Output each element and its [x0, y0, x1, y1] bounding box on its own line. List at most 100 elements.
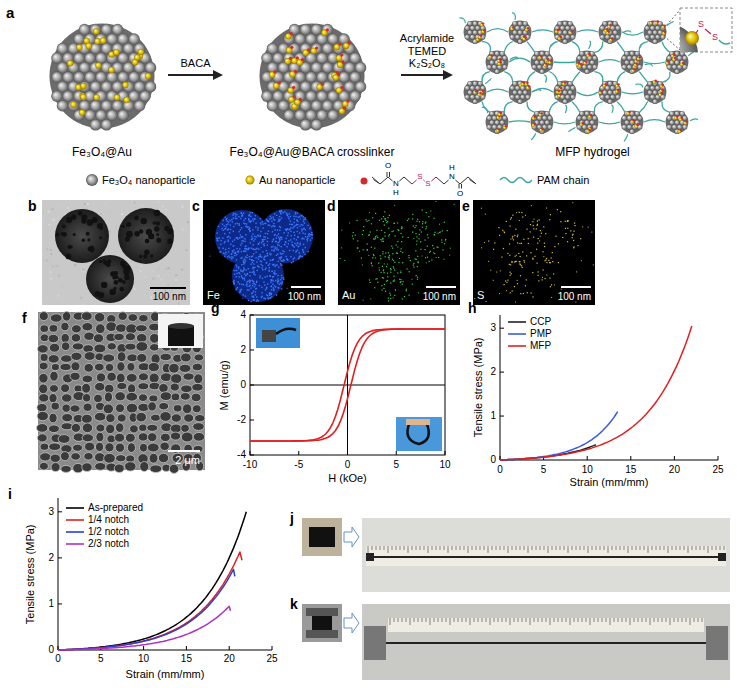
eds-dot — [257, 227, 258, 228]
eds-dot — [371, 223, 372, 224]
fe3o4-particle — [547, 124, 552, 129]
eds-dot — [388, 235, 389, 236]
eds-dot — [248, 268, 249, 269]
bond — [423, 180, 424, 181]
eds-dot — [239, 248, 240, 249]
baca-dot — [588, 129, 590, 131]
eds-dot — [302, 232, 303, 233]
baca-dot — [545, 63, 547, 65]
eds-dot — [262, 265, 263, 266]
pam-chain — [572, 72, 580, 83]
eds-dot — [248, 300, 249, 301]
fe3o4-particle — [610, 85, 615, 90]
eds-dot — [303, 216, 304, 217]
fe3o4-particle — [669, 120, 674, 125]
eds-dot — [242, 215, 243, 216]
bond — [436, 177, 444, 184]
eds-dot — [280, 282, 281, 283]
baca-dot — [480, 35, 482, 37]
fe3o4-particle — [534, 51, 539, 56]
eds-dot — [434, 218, 435, 219]
eds-dot — [292, 224, 293, 225]
eds-dot — [238, 216, 239, 217]
eds-dot — [250, 242, 251, 243]
eds-dot — [221, 228, 222, 229]
eds-dot — [272, 231, 273, 232]
tem-grain — [62, 232, 67, 237]
baca-dot — [340, 86, 343, 89]
eds-dot — [307, 251, 308, 252]
eds-dot — [295, 216, 296, 217]
baca-dot — [294, 70, 297, 73]
fe3o4-particle — [517, 21, 522, 26]
tem-noise — [162, 205, 164, 207]
eds-dot — [302, 256, 303, 257]
eds-dot — [281, 283, 282, 284]
fe3o4-particle — [510, 34, 515, 39]
network-sphere — [554, 21, 577, 45]
eds-dot — [269, 267, 270, 268]
eds-dot — [283, 212, 284, 213]
fe3o4-particle — [577, 115, 582, 120]
eds-dot — [271, 217, 272, 218]
fe3o4-particle — [73, 109, 85, 121]
fe3o4-particle — [627, 124, 632, 129]
fe3o4-particle — [680, 111, 685, 116]
eds-dot — [253, 240, 254, 241]
fe3o4-particle — [57, 100, 69, 112]
pam-chain — [599, 60, 620, 62]
eds-dot — [262, 223, 263, 224]
eds-dot — [416, 221, 417, 222]
eds-dot — [287, 259, 288, 260]
eds-dot — [245, 269, 246, 270]
eds-dot — [248, 286, 249, 287]
pam-chain — [554, 61, 575, 63]
eds-dot — [401, 228, 402, 229]
eds-dot — [277, 281, 278, 282]
eds-dot — [270, 297, 271, 298]
tem-grain — [81, 214, 87, 220]
eds-dot — [425, 222, 426, 223]
eds-dot — [283, 260, 284, 261]
eds-dot — [373, 238, 374, 239]
carbonyl — [389, 172, 390, 177]
eds-dot — [253, 267, 254, 268]
eds-dot — [416, 240, 417, 241]
fe3o4-particle — [532, 64, 537, 69]
eds-dot — [252, 283, 253, 284]
dangling-chain — [611, 105, 613, 113]
eds-dot — [249, 214, 250, 215]
fe3o4-particle — [537, 64, 542, 69]
eds-dot — [259, 275, 260, 276]
eds-dot — [412, 214, 413, 215]
eds-dot — [247, 274, 248, 275]
fe3o4-particle — [465, 85, 470, 90]
eds-dot — [258, 300, 259, 301]
fe3o4-particle — [520, 25, 525, 30]
fe3o4-particle — [517, 30, 522, 35]
tem-noise — [160, 275, 162, 277]
cluster-core — [464, 81, 487, 104]
fe3o4-particle — [607, 99, 612, 104]
tem-noise — [61, 286, 63, 288]
fe3o4-particle — [510, 94, 515, 99]
eds-dot — [293, 250, 294, 251]
eds-dot — [268, 220, 269, 221]
eds-dot — [269, 292, 270, 293]
eds-dot — [282, 250, 283, 251]
pam-chain — [662, 72, 670, 83]
network-sphere — [509, 81, 532, 105]
eds-dot — [414, 227, 415, 228]
eds-dot — [256, 282, 257, 283]
eds-dot — [296, 239, 297, 240]
fe3o4-particle — [494, 69, 499, 74]
eds-dot — [240, 234, 241, 235]
tem-noise — [175, 279, 177, 281]
dangling-chain — [482, 107, 488, 113]
fe3o4-particle — [472, 90, 477, 95]
au-particle — [95, 62, 101, 68]
eds-dot — [274, 234, 275, 235]
fe3o4-particle — [327, 109, 339, 121]
eds-dot — [439, 232, 440, 233]
baca-dot — [541, 127, 543, 129]
